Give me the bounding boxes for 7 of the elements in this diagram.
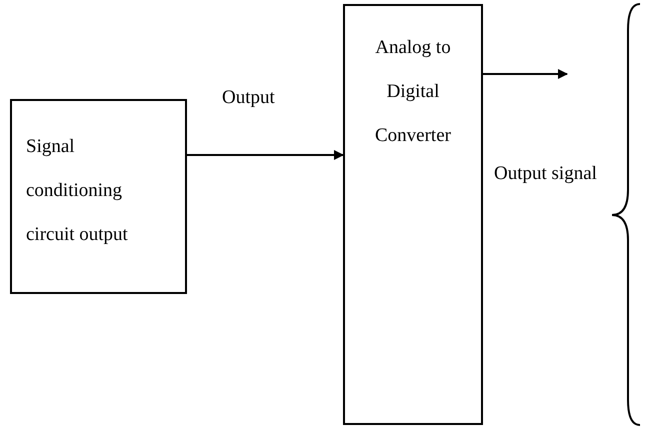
- box-text: Analog to Digital Converter: [375, 36, 451, 148]
- arrow: [187, 150, 344, 160]
- process-box: [343, 4, 483, 425]
- arrow: [483, 69, 568, 79]
- box-text: Signal conditioning circuit output: [26, 135, 129, 247]
- output-label: Output signal: [494, 162, 597, 186]
- process-box: [10, 99, 187, 294]
